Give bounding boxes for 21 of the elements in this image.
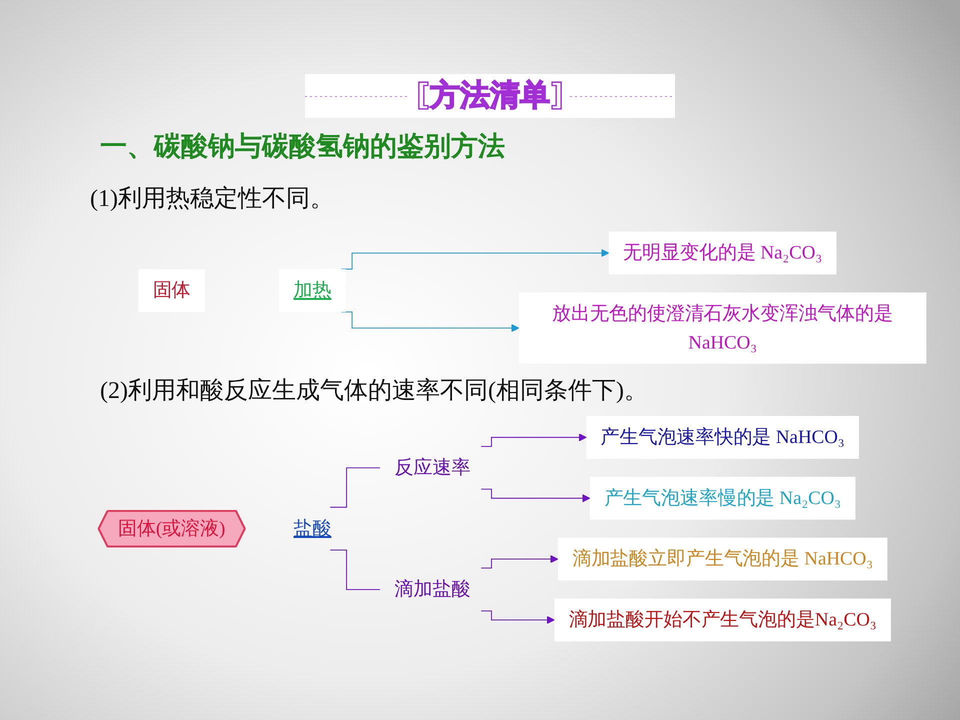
arrow [480,555,558,569]
section-heading: 一、碳酸钠与碳酸氢钠的鉴别方法 [100,130,505,164]
node-box: 加热 [279,269,346,312]
node-box: 滴加盐酸立即产生气泡的是 NaHCO₃ [558,538,888,580]
node-text: 滴加盐酸 [394,578,470,600]
arrow [480,433,587,447]
node-box: 无明显变化的是 Na₂CO₃ [608,232,836,274]
method-heading: (1)利用热稳定性不同。 [90,184,334,214]
arrow [480,488,590,502]
node-box: 放出无色的使澄清石灰水变浑浊气体的是NaHCO₃ [518,292,926,364]
connector [330,550,380,590]
node-text: 反应速率 [394,456,470,478]
method-heading: (2)利用和酸反应生成气体的速率不同(相同条件下)。 [100,376,648,406]
node-box: 产生气泡速率快的是 NaHCO₃ [586,416,859,459]
node-text: 盐酸 [294,517,332,539]
node-box: 产生气泡速率慢的是 Na₂CO₃ [590,476,856,520]
arrow [340,312,520,332]
node-box: 滴加盐酸开始不产生气泡的是Na₂CO₃ [554,598,891,642]
arrow [340,249,610,270]
connector [330,467,380,508]
arrow [480,610,555,624]
